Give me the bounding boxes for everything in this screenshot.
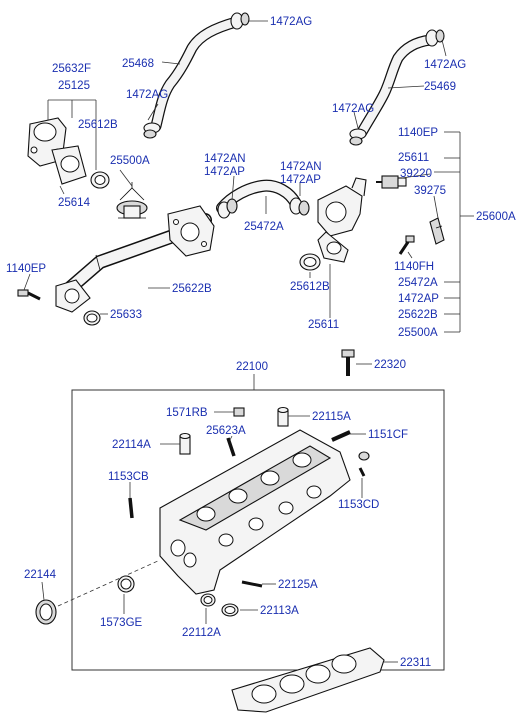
plug-1153CD [358,451,370,477]
seal-22144 [35,599,57,625]
label-1472AG: 1472AG [126,89,168,101]
label-1153CB: 1153CB [108,471,149,483]
label-1472AG: 1472AG [424,59,466,71]
hose-clamp-1472AN-a [217,198,238,219]
gasket-25614 [51,145,87,185]
stud-1151CF [331,430,351,442]
pipe-flange-left [55,279,91,313]
bolt-1140FH [398,235,415,255]
cylinder-head-22100 [159,429,351,595]
hose-25469 [356,34,436,138]
label-22112A: 22112A [182,627,221,639]
label-25468: 25468 [122,58,154,70]
label-22320: 22320 [374,359,406,371]
hose-clamp-1472AG-d [349,128,367,146]
head-gasket-22311 [231,647,385,713]
label-1153CD: 1153CD [338,499,379,511]
label-22125A: 22125A [278,579,318,591]
label-25600A: 25600A [476,211,516,223]
plug-1571RB [233,407,245,417]
label-1472AN: 1472AN [280,161,322,173]
stud-1153CB [128,497,134,519]
label-25611: 25611 [398,152,429,164]
label-22113A: 22113A [260,605,299,617]
o-ring-25633 [83,310,101,326]
label-22144: 22144 [24,569,57,581]
label-25623A: 25623A [206,425,246,437]
thermostat-25500A [116,182,148,219]
label-1472AG: 1472AG [270,16,312,28]
label-25622B: 25622B [172,283,212,295]
label-25622B: 25622B [398,309,438,321]
label-25614: 25614 [58,197,91,209]
pin-22115A [277,406,289,427]
water-outlet-25611 [317,177,367,263]
label-22115A: 22115A [312,411,351,423]
seal-22113A [221,603,239,617]
hose-clamp-1472AG-b [143,122,161,139]
label-1472AN: 1472AN [204,153,246,165]
label-25469: 25469 [424,81,456,93]
bolt-1140EP-left [17,289,41,301]
label-1571RB: 1571RB [166,407,208,419]
label-1472AP: 1472AP [204,166,245,178]
label-1472AG: 1472AG [332,103,374,115]
label-39275: 39275 [414,185,446,197]
label-25500A: 25500A [110,155,150,167]
label-22311: 22311 [400,657,431,669]
label-1573GE: 1573GE [100,617,143,629]
label-1151CF: 1151CF [368,429,408,441]
o-ring-25612B-b [299,253,321,271]
cylinder-head-frame-22100 [71,389,445,671]
label-25472A: 25472A [244,221,284,233]
leader-lines [23,20,474,663]
part-labels: 1472AG 25468 1472AG 1472AG 1472AG 25469 … [6,16,516,669]
pin-22114A [179,432,191,455]
label-25612B: 25612B [78,119,118,131]
label-39220: 39220 [400,168,432,180]
label-25500A: 25500A [398,327,438,339]
hose-clamp-1472AG-a [230,12,250,30]
label-1140EP: 1140EP [6,263,46,275]
label-1140FH: 1140FH [394,261,434,273]
hose-clamp-1472AG-c [425,29,445,47]
clip-39275 [429,217,445,245]
label-22114A: 22114A [112,439,151,451]
pin-25623A [226,437,236,457]
label-25612B: 25612B [290,281,330,293]
label-1472AP: 1472AP [280,174,321,186]
hose-clamp-1472AN-b [289,197,310,216]
label-22100: 22100 [236,361,268,373]
hose-25468 [150,16,242,132]
seal-1573GE [117,575,135,593]
bolt-22320 [341,349,355,376]
pipe-housing-right [167,205,215,257]
label-25633: 25633 [110,309,142,321]
label-25611: 25611 [308,319,339,331]
label-1472AP: 1472AP [398,293,439,305]
temp-sensor-39220 [376,175,407,189]
stud-22125A [241,580,263,588]
label-1140EP: 1140EP [398,127,438,139]
label-25632F: 25632F [52,63,91,75]
label-25125: 25125 [58,80,90,92]
seal-22112A [200,593,216,607]
label-25472A: 25472A [398,277,438,289]
o-ring-25612B-a [90,171,110,189]
